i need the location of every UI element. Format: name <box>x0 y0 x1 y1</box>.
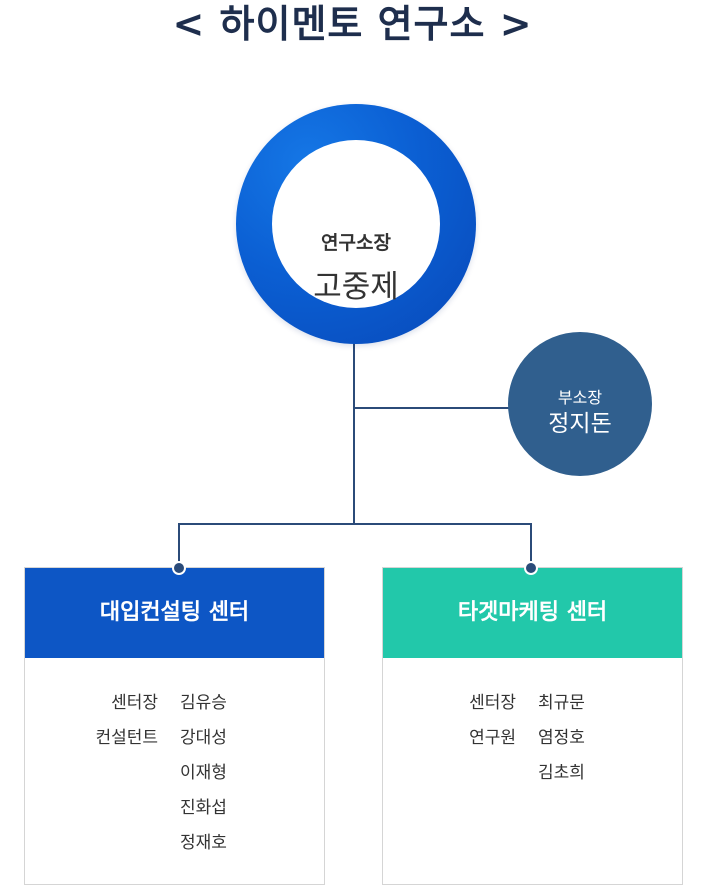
center-box-marketing: 타겟마케팅 센터 센터장 최규문 연구원 염정호 김초희 <box>382 567 683 885</box>
member-role: 센터장 <box>111 693 158 713</box>
member-role: 센터장 <box>469 693 516 713</box>
member-row: 진화섭 <box>25 789 324 824</box>
page-title: < 하이멘토 연구소 > <box>172 2 533 46</box>
member-name: 김초희 <box>538 763 585 783</box>
director-node-inner: 연구소장 고중제 <box>272 140 440 308</box>
member-role: 컨설턴트 <box>95 728 158 748</box>
connector-dot-left <box>172 561 186 575</box>
member-list: 센터장 최규문 연구원 염정호 김초희 <box>383 658 682 789</box>
director-node: 연구소장 고중제 <box>236 104 476 344</box>
director-name: 고중제 <box>313 269 399 305</box>
member-name: 김유승 <box>180 693 227 713</box>
member-name: 최규문 <box>538 693 585 713</box>
vice-director-role: 부소장 <box>557 388 603 407</box>
vice-director-node: 부소장 정지돈 <box>508 332 652 476</box>
member-row: 센터장 김유승 <box>25 684 324 719</box>
member-role: 연구원 <box>469 728 516 748</box>
center-title: 타겟마케팅 센터 <box>383 568 682 658</box>
member-name: 정재호 <box>180 833 227 853</box>
vice-director-name: 정지돈 <box>548 411 612 437</box>
member-name: 강대성 <box>180 728 227 748</box>
member-name: 진화섭 <box>180 798 227 818</box>
director-role: 연구소장 <box>321 232 391 254</box>
member-name: 염정호 <box>538 728 585 748</box>
member-row: 김초희 <box>383 754 682 789</box>
member-row: 센터장 최규문 <box>383 684 682 719</box>
center-box-admissions: 대입컨설팅 센터 센터장 김유승 컨설턴트 강대성 이재형 진화섭 정재호 <box>24 567 325 885</box>
member-row: 연구원 염정호 <box>383 719 682 754</box>
member-name: 이재형 <box>180 763 227 783</box>
member-row: 정재호 <box>25 824 324 859</box>
center-branch-line <box>178 523 532 568</box>
member-row: 컨설턴트 강대성 <box>25 719 324 754</box>
center-title: 대입컨설팅 센터 <box>25 568 324 658</box>
connector-dot-right <box>524 561 538 575</box>
member-list: 센터장 김유승 컨설턴트 강대성 이재형 진화섭 정재호 <box>25 658 324 859</box>
member-row: 이재형 <box>25 754 324 789</box>
